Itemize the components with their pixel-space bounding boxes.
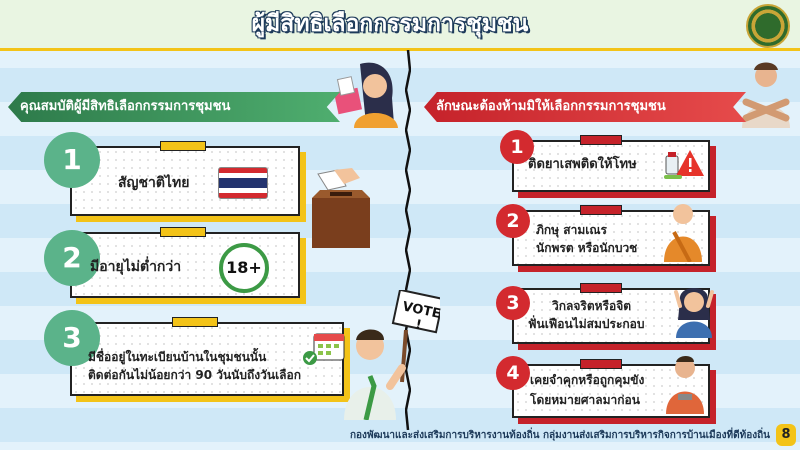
prohibition-number-1: 1: [500, 130, 534, 164]
prohibition-text-2-line-1: ภิกษุ สามเณร: [536, 223, 607, 237]
header-bar: [0, 0, 800, 51]
footer-organization: กองพัฒนาและส่งเสริมการบริหารงานท้องถิ่น …: [350, 430, 770, 441]
prohibition-number-3: 3: [496, 286, 530, 320]
card-tab: [160, 141, 206, 151]
qualification-number-1: 1: [44, 132, 100, 188]
man-forbidden-illustration: [742, 62, 790, 128]
prohibition-text-2-line-2: นักพรต หรือนักบวช: [536, 241, 638, 255]
page-number: 8: [776, 424, 796, 446]
qualifications-heading: คุณสมบัติผู้มีสิทธิเลือกกรรมการชุมชน: [8, 92, 340, 122]
prohibition-text-3-line-1: วิกลจริตหรือจิต: [552, 299, 632, 313]
card-tab: [580, 205, 622, 215]
prohibitions-heading: ลักษณะต้องห้ามมิให้เลือกกรรมการชุมชน: [424, 92, 746, 122]
card-tab: [580, 283, 622, 293]
age-18-badge: 18+: [219, 243, 269, 293]
department-seal-icon: [746, 4, 790, 48]
card-tab: [172, 317, 218, 327]
prohibition-text-1: ติดยาเสพติดให้โทษ: [528, 157, 637, 172]
warning-drugs-icon: [664, 150, 704, 179]
monk-illustration: [664, 204, 702, 262]
qualification-text-3-line-2: ติดต่อกันไม่น้อยกว่า 90 วันนับถึงวันเลือ…: [88, 368, 301, 382]
woman-with-ballot-illustration: [333, 62, 398, 128]
prisoner-illustration: [666, 356, 704, 414]
thai-flag-icon: [218, 167, 268, 199]
card-tab: [580, 359, 622, 369]
prohibition-text-4-line-1: เคยจำคุกหรือถูกคุมขัง: [530, 373, 645, 387]
prohibition-text-4-line-2: โดยหมายศาลมาก่อน: [530, 393, 640, 407]
man-holding-vote-sign-illustration: [344, 290, 440, 420]
prohibition-text-3-line-2: ฟั่นเฟือนไม่สมประกอบ: [528, 317, 645, 331]
center-divider: [405, 50, 411, 430]
distressed-person-illustration: [674, 288, 714, 338]
page-title: ผู้มีสิทธิเลือกกรรมการชุมชน: [251, 11, 529, 37]
qualification-text-3-line-1: มีชื่ออยู่ในทะเบียนบ้านในชุมชนนั้น: [88, 350, 267, 364]
card-tab: [160, 227, 206, 237]
check-icon: [303, 351, 317, 365]
qualification-card-3: [70, 322, 344, 396]
qualification-text-1: สัญชาติไทย: [118, 175, 190, 191]
prohibition-number-2: 2: [496, 204, 530, 238]
qualification-number-2: 2: [44, 230, 100, 286]
prohibition-number-4: 4: [496, 356, 530, 390]
card-tab: [580, 135, 622, 145]
calendar-icon: [313, 333, 345, 361]
qualification-number-3: 3: [44, 310, 100, 366]
ballot-box-illustration: [312, 168, 370, 248]
qualification-text-2: มีอายุไม่ต่ำกว่า: [90, 259, 182, 275]
